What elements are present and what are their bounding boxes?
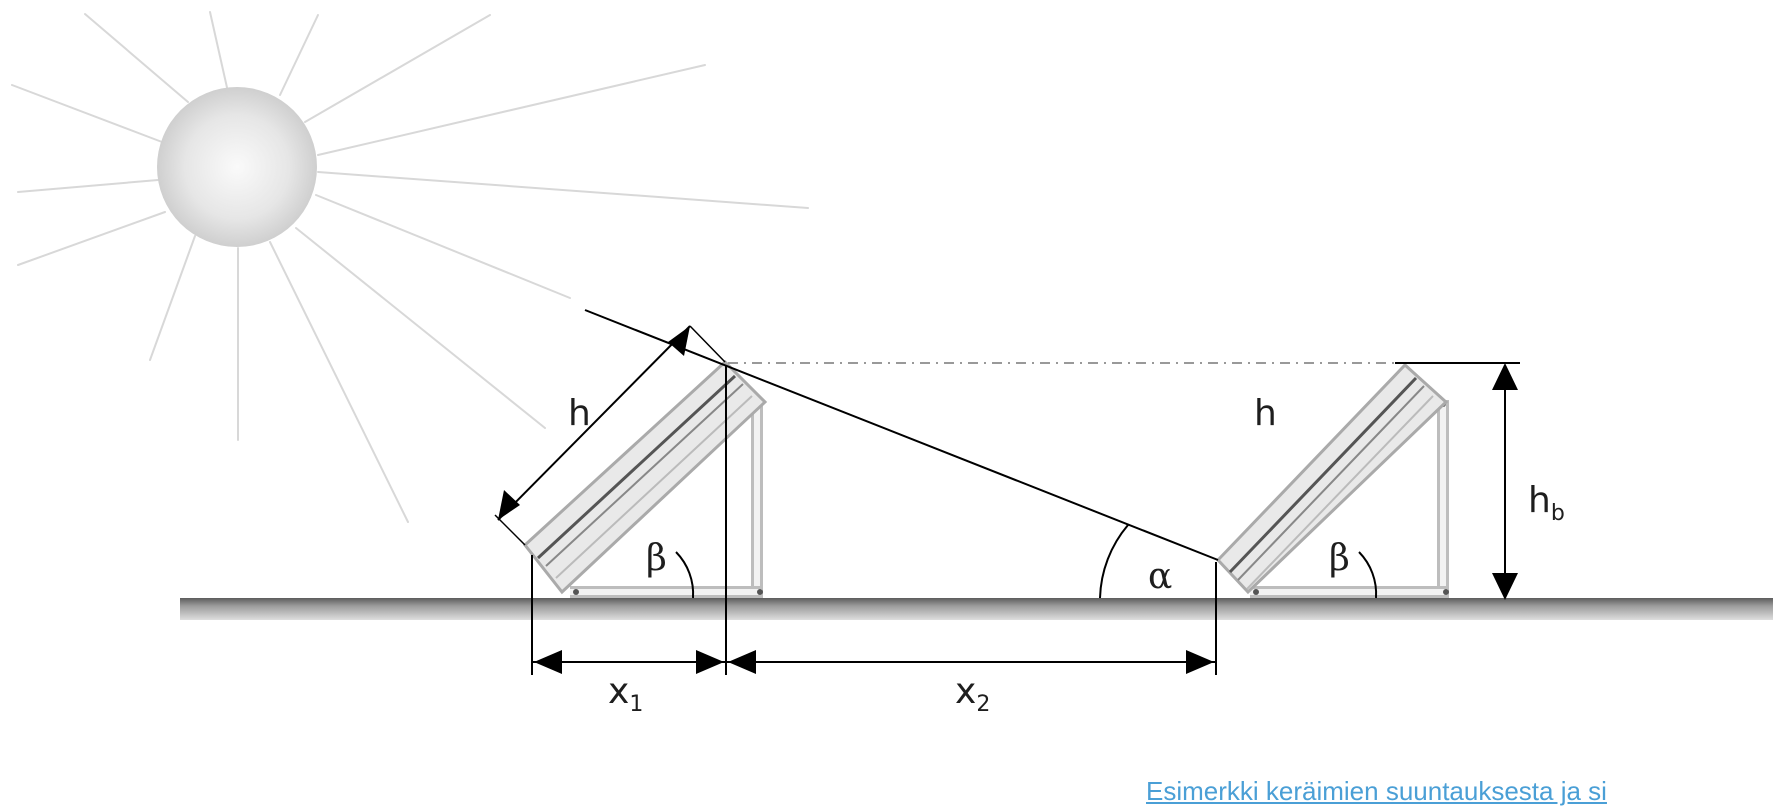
x2-label: x2 [955,671,990,717]
right-collector [1215,362,1449,598]
x-dimensions [531,365,1217,675]
caption-link[interactable]: Esimerkki keräimien suuntauksesta ja si [1146,776,1607,806]
beta-arc-right [1358,551,1378,599]
h-label-right: h [1254,393,1277,434]
x1-label: x1 [608,671,643,717]
beta-label-left: β [646,538,667,579]
sun-icon [11,11,809,523]
sun-ray-line [584,309,1219,561]
left-collector [522,359,768,598]
h-dimension-left [494,325,726,546]
h-label-left: h [568,393,591,434]
ground [180,598,1773,620]
beta-arc-left [675,551,695,599]
alpha-label: α [1148,556,1172,597]
beta-label-right: β [1329,538,1350,579]
alpha-arc [1099,524,1129,599]
hb-dimension [1492,363,1518,600]
hb-label: hb [1528,480,1565,526]
